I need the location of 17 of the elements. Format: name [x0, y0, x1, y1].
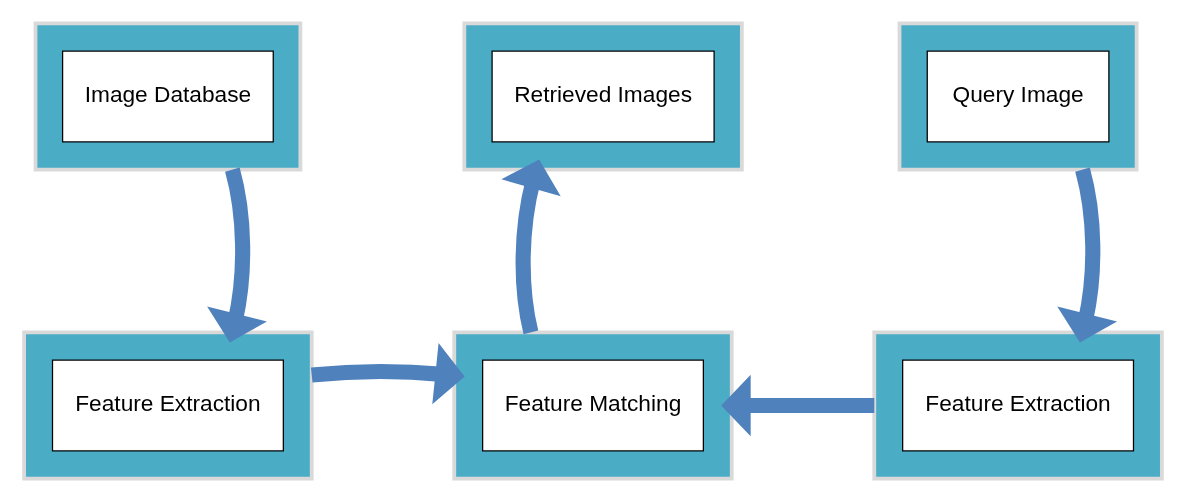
- node-box: Feature Extraction: [51, 359, 284, 452]
- cluster: [33, 21, 302, 172]
- arrow: [720, 374, 874, 437]
- arrow: [500, 159, 561, 334]
- node-box: Feature Extraction: [901, 359, 1134, 452]
- cluster: [21, 330, 314, 481]
- node-box: Retrieved Images: [490, 50, 715, 143]
- arrow: [310, 342, 465, 405]
- cluster: [461, 21, 744, 172]
- node-box: Feature Matching: [481, 359, 704, 452]
- node-box: Image Database: [61, 50, 274, 143]
- cluster: [451, 330, 734, 481]
- cluster: [897, 21, 1139, 172]
- node-box: Query Image: [926, 50, 1110, 143]
- arrow: [1056, 167, 1117, 343]
- cluster: [871, 330, 1164, 481]
- arrow: [206, 167, 267, 343]
